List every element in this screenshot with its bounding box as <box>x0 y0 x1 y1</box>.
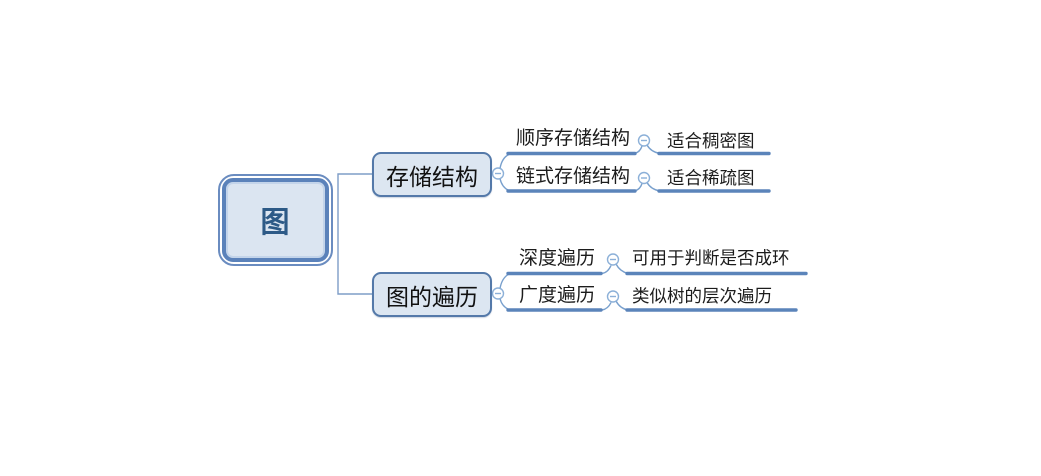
root-topic-label: 图 <box>260 207 291 239</box>
branch-label: 存储结构 <box>386 163 478 190</box>
leaf-cycle-detection[interactable]: 可用于判断是否成环 <box>632 248 790 268</box>
branch-label: 图的遍历 <box>386 283 478 310</box>
leaf-sparse-graph[interactable]: 适合稀疏图 <box>667 168 755 188</box>
branch-storage-structure[interactable]: 存储结构 <box>372 152 492 197</box>
subtopic-breadth-traversal[interactable]: 广度遍历 <box>519 285 596 306</box>
root-topic[interactable]: 图 <box>218 174 333 266</box>
collapse-toggle[interactable] <box>606 290 620 303</box>
subtopic-linked-storage[interactable]: 链式存储结构 <box>516 166 631 187</box>
underline-tail <box>601 265 612 275</box>
branch-child-connector <box>499 153 511 169</box>
collapse-toggle[interactable] <box>637 171 651 185</box>
collapse-toggle[interactable] <box>606 253 620 266</box>
branch-child-connector <box>499 272 511 289</box>
branch-child-connector <box>499 298 511 311</box>
leaf-dense-graph[interactable]: 适合稠密图 <box>667 131 755 151</box>
collapse-toggle[interactable] <box>491 287 505 300</box>
collapse-toggle[interactable] <box>491 167 505 180</box>
subtopic-sequential-storage[interactable]: 顺序存储结构 <box>516 128 631 149</box>
root-topic-inner: 图 <box>222 178 329 262</box>
leaf-level-traversal[interactable]: 类似树的层次遍历 <box>632 286 772 306</box>
collapse-toggle[interactable] <box>637 134 651 147</box>
subtopic-depth-traversal[interactable]: 深度遍历 <box>519 248 596 269</box>
root-branch-connector <box>337 173 372 295</box>
branch-child-connector <box>499 178 511 192</box>
branch-graph-traversal[interactable]: 图的遍历 <box>372 272 492 317</box>
underline-tail <box>601 302 612 311</box>
